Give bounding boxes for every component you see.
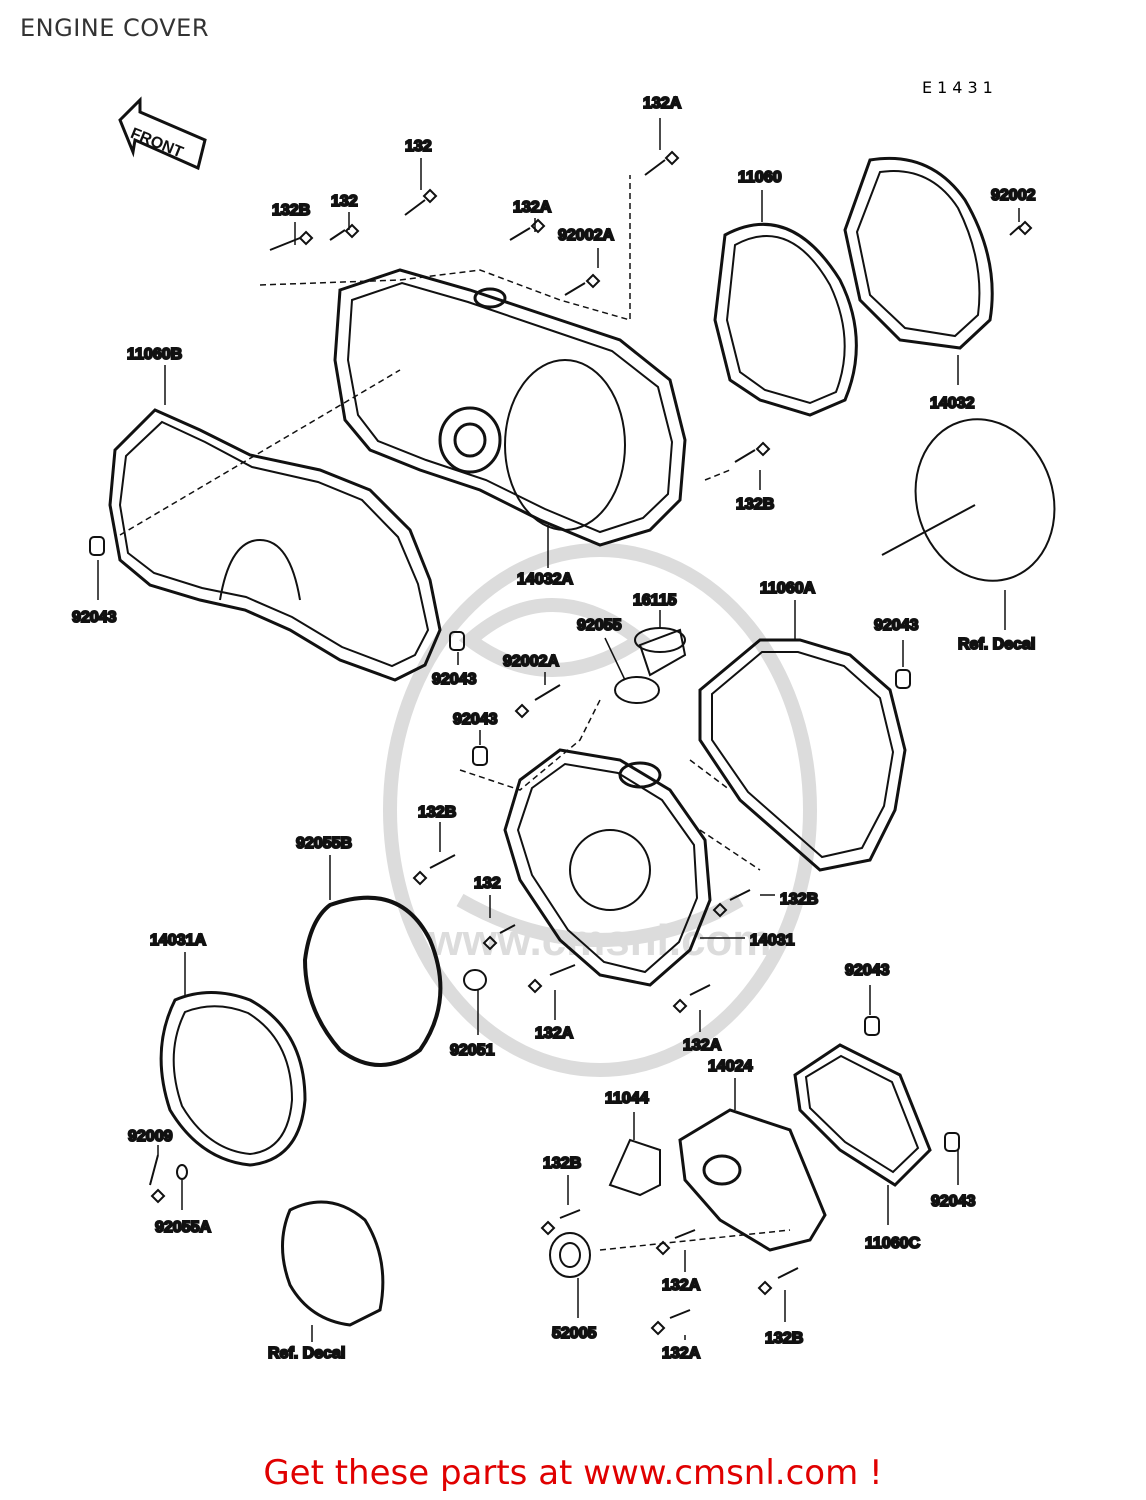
label-92043: 92043 bbox=[432, 671, 477, 688]
label-92043: 92043 bbox=[845, 962, 890, 979]
label-11060b: 11060B bbox=[127, 346, 182, 363]
label-92051: 92051 bbox=[450, 1042, 495, 1059]
label-92055b: 92055B bbox=[296, 835, 352, 852]
label-132b: 132B bbox=[736, 496, 774, 513]
bolt-icon bbox=[672, 984, 711, 1014]
bolt-icon bbox=[329, 223, 360, 241]
bolts bbox=[149, 150, 1033, 1336]
dowel-92043-center bbox=[472, 746, 488, 766]
dowel-92043-right bbox=[895, 669, 911, 689]
front-arrow: FRONT bbox=[118, 96, 207, 171]
bolt-icon bbox=[509, 218, 546, 241]
bolt-icon bbox=[655, 1229, 696, 1256]
label-132a: 132A bbox=[513, 199, 552, 216]
bolt-icon bbox=[482, 924, 516, 951]
bolt-icon bbox=[269, 230, 314, 251]
oil-seal-52005 bbox=[549, 1232, 591, 1278]
label-52005: 52005 bbox=[552, 1325, 597, 1342]
label-132: 132 bbox=[405, 138, 432, 155]
label-92002a: 92002A bbox=[558, 227, 614, 244]
label-ref-decal: Ref. Decal bbox=[958, 636, 1035, 653]
bolt-icon bbox=[1009, 220, 1033, 236]
label-132a: 132A bbox=[683, 1037, 722, 1054]
dowel-92043-far bbox=[944, 1132, 960, 1152]
o-ring-92055 bbox=[614, 676, 660, 704]
leader-lines bbox=[97, 118, 1020, 1342]
label-92043: 92043 bbox=[874, 617, 919, 634]
cover-14031a bbox=[159, 991, 307, 1167]
gasket-11060 bbox=[713, 222, 858, 417]
label-92043: 92043 bbox=[931, 1193, 976, 1210]
bolt-icon bbox=[412, 854, 456, 886]
cover-14032 bbox=[843, 156, 994, 350]
label-14024: 14024 bbox=[708, 1058, 753, 1075]
cover-14024 bbox=[678, 1108, 827, 1252]
label-132: 132 bbox=[331, 193, 358, 210]
bolt-icon bbox=[514, 684, 561, 719]
ref-decal-oval bbox=[914, 418, 1056, 582]
bolt-icon bbox=[527, 964, 576, 994]
bolt-icon bbox=[644, 150, 680, 176]
page-title: ENGINE COVER bbox=[20, 14, 210, 42]
ref-decal-disc bbox=[281, 1200, 385, 1327]
label-132a: 132A bbox=[662, 1277, 701, 1294]
label-132b: 132B bbox=[543, 1155, 581, 1172]
o-ring-92055b bbox=[302, 895, 443, 1067]
label-132: 132 bbox=[474, 875, 501, 892]
label-132b: 132B bbox=[272, 202, 310, 219]
label-132b: 132B bbox=[418, 804, 456, 821]
label-16115: 16115 bbox=[633, 592, 677, 609]
label-132a: 132A bbox=[643, 95, 682, 112]
bolt-icon bbox=[734, 441, 771, 463]
cover-14031 bbox=[503, 748, 712, 987]
label-92043: 92043 bbox=[72, 609, 117, 626]
label-11060c: 11060C bbox=[865, 1235, 921, 1252]
label-92055a: 92055A bbox=[155, 1219, 211, 1236]
dowel-92043-mid bbox=[449, 631, 465, 651]
gasket-11060b bbox=[108, 408, 442, 682]
label-92002: 92002 bbox=[991, 187, 1036, 204]
bolt-icon bbox=[149, 1154, 166, 1204]
footer-link[interactable]: Get these parts at www.cmsnl.com ! bbox=[263, 1453, 883, 1493]
dowel-92043-left bbox=[89, 536, 105, 556]
gasket-11060a bbox=[698, 638, 907, 872]
dowel-92043-lower bbox=[864, 1016, 880, 1036]
bracket-11044 bbox=[608, 1138, 661, 1197]
bolt-icon bbox=[712, 889, 751, 918]
label-132b: 132B bbox=[780, 891, 818, 908]
label-ref-decal: Ref. Decal bbox=[268, 1345, 345, 1362]
label-92043: 92043 bbox=[453, 711, 498, 728]
label-132b: 132B bbox=[765, 1330, 803, 1347]
label-132a: 132A bbox=[535, 1025, 574, 1042]
diagram-code: E1431 bbox=[922, 78, 998, 97]
bolt-icon bbox=[650, 1309, 691, 1336]
bolt-icon bbox=[540, 1209, 581, 1236]
label-132a: 132A bbox=[662, 1345, 701, 1362]
bolt-icon bbox=[757, 1267, 799, 1296]
label-14031a: 14031A bbox=[150, 932, 206, 949]
label-14032a: 14032A bbox=[517, 571, 573, 588]
label-11060a: 11060A bbox=[760, 580, 816, 597]
gasket-11060c bbox=[793, 1043, 932, 1187]
label-92002a: 92002A bbox=[503, 653, 559, 670]
bolt-icon bbox=[404, 188, 438, 216]
label-14032: 14032 bbox=[930, 395, 975, 412]
label-11044: 11044 bbox=[605, 1090, 649, 1107]
o-ring-92055a bbox=[176, 1164, 188, 1180]
label-14031: 14031 bbox=[750, 932, 795, 949]
label-92055: 92055 bbox=[577, 617, 622, 634]
label-11060: 11060 bbox=[738, 169, 782, 186]
label-92009: 92009 bbox=[128, 1128, 173, 1145]
engine-cover-diagram: www.cmsnl.com FRONT bbox=[71, 94, 1056, 1363]
callout-labels: 132A 132 132B 132 132A 92002A 11060 9200… bbox=[71, 94, 1037, 1363]
clutch-cover-14032a bbox=[333, 268, 687, 547]
bolt-icon bbox=[564, 273, 601, 296]
washer-92051 bbox=[463, 969, 487, 991]
